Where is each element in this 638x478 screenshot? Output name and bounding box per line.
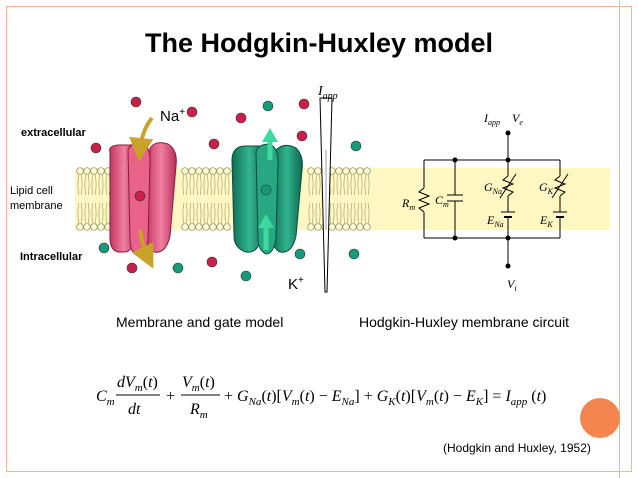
k-ions-extracellular	[262, 100, 362, 152]
gk-label: GK	[539, 180, 554, 196]
rm-label: Rm	[401, 196, 415, 212]
ve-label: Ve	[512, 111, 523, 127]
membrane-model-caption: Membrane and gate model	[116, 314, 284, 330]
ek-label: EK	[539, 213, 553, 229]
svg-text:+ GNa(t)[Vm(t) − ENa] + GK(t)[: + GNa(t)[Vm(t) − ENa] + GK(t)[Vm(t) − EK…	[224, 388, 546, 408]
intracellular-label: Intracellular	[20, 251, 83, 263]
circuit-caption: Hodgkin-Huxley membrane circuit	[359, 314, 570, 330]
slide-title: The Hodgkin-Huxley model	[144, 28, 494, 58]
lipid-membrane-label-line1: Lipid cell	[10, 185, 53, 197]
na-channel	[109, 142, 177, 257]
na-ions-extracellular	[90, 96, 310, 154]
svg-text:Rm: Rm	[189, 401, 208, 421]
ions-intracellular	[98, 242, 360, 282]
ena-label: ENa	[486, 213, 504, 229]
hh-equation: Cm dVm(t) dt + Vm(t) Rm + GNa(t)[Vm(t) −…	[96, 374, 546, 421]
svg-text:+: +	[166, 388, 175, 405]
lipid-bilayer	[76, 167, 371, 231]
slide-side-line	[619, 0, 620, 478]
gna-label: GNa	[484, 180, 502, 196]
node-vi	[505, 263, 511, 269]
citation: (Hodgkin and Huxley, 1952)	[443, 441, 591, 455]
k-ion	[260, 184, 272, 196]
svg-text:dVm(t): dVm(t)	[117, 374, 158, 394]
hh-circuit	[417, 133, 569, 266]
vi-label: Vi	[507, 277, 517, 293]
svg-text:Cm: Cm	[96, 388, 115, 408]
accent-circle	[580, 398, 620, 438]
electrode-label: Iapp	[317, 84, 338, 102]
k-label: K+	[288, 275, 304, 293]
na-label: Na+	[160, 107, 185, 125]
na-arrow-out	[131, 229, 154, 269]
slide-frame	[6, 6, 632, 472]
na-arrow-in	[129, 116, 154, 162]
svg-text:Vm(t): Vm(t)	[182, 374, 215, 394]
cm-label: Cm	[435, 193, 449, 209]
iapp-label: Iapp	[483, 111, 500, 127]
node-ve	[505, 130, 511, 136]
lipid-membrane-label-line2: membrane	[10, 200, 63, 212]
extracellular-label: extracellular	[21, 127, 86, 139]
svg-text:dt: dt	[128, 401, 141, 418]
na-ion	[134, 190, 146, 202]
